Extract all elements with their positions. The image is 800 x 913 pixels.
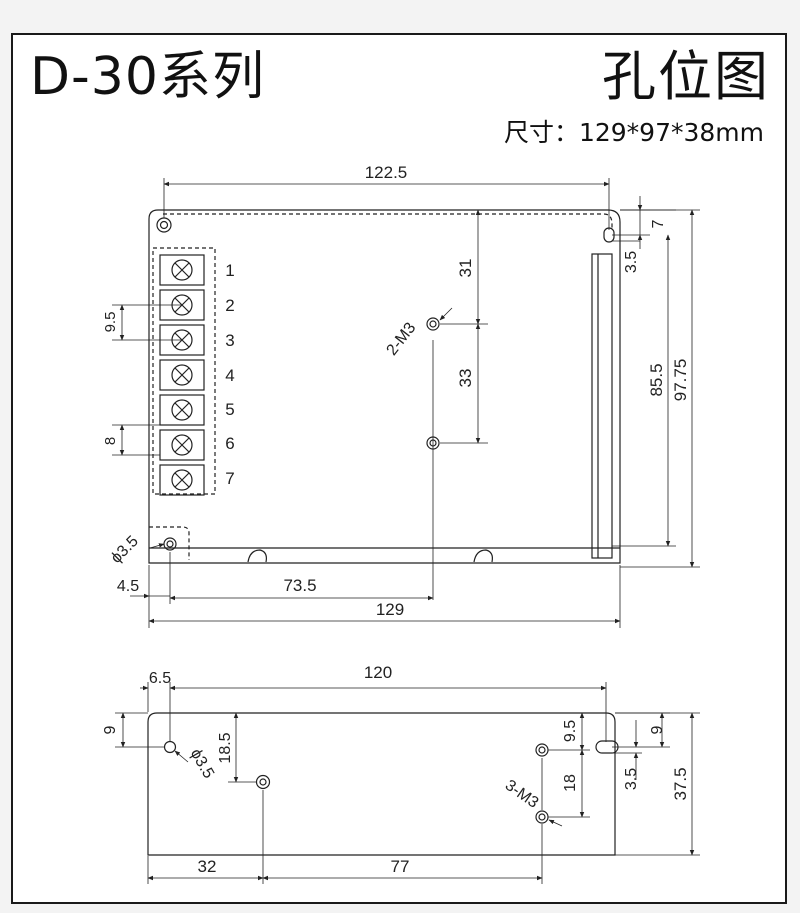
dim-8: 8 bbox=[102, 437, 119, 445]
terminal-block bbox=[152, 247, 216, 495]
terminal-label: 1 bbox=[225, 261, 234, 280]
series-title: D-30系列 bbox=[30, 47, 265, 107]
earth-screw-box bbox=[149, 526, 190, 560]
dim-9-left: 9 bbox=[102, 725, 119, 734]
dim-9-right: 9 bbox=[649, 725, 666, 734]
terminal-label: 4 bbox=[225, 366, 234, 385]
dim-3-5-bottom: 3.5 bbox=[623, 768, 640, 790]
terminal-cells bbox=[159, 254, 205, 496]
size-spec: 尺寸：129*97*38mm bbox=[503, 118, 764, 147]
label-2-m3: 2-M3 bbox=[384, 320, 420, 359]
dim-9-5-right: 9.5 bbox=[562, 720, 579, 742]
terminal-screw-icon bbox=[171, 434, 193, 456]
terminal-screw-icon bbox=[171, 469, 193, 491]
dim-129: 129 bbox=[376, 600, 404, 619]
dim-18-5: 18.5 bbox=[217, 732, 234, 763]
terminal-screw-icon bbox=[171, 364, 193, 386]
bottom-view bbox=[115, 682, 700, 884]
right-channel bbox=[591, 253, 613, 559]
dim-31: 31 bbox=[456, 259, 475, 278]
top-case-outline bbox=[148, 209, 621, 564]
dim-7: 7 bbox=[650, 219, 667, 228]
dim-6-5: 6.5 bbox=[149, 670, 171, 687]
bottom-m3-hole-lower bbox=[535, 810, 549, 824]
clip-right bbox=[473, 549, 493, 563]
terminal-screw-icon bbox=[171, 399, 193, 421]
dim-32: 32 bbox=[198, 857, 217, 876]
bottom-view-labels: 6.5 120 9 18.5 ϕ3.5 9.5 18 3-M3 9 3.5 37… bbox=[102, 663, 690, 876]
top-cover-dashed bbox=[163, 213, 613, 230]
bottom-hole-left bbox=[163, 740, 177, 754]
dim-phi-3-5: ϕ3.5 bbox=[108, 533, 142, 567]
dim-4-5: 4.5 bbox=[117, 578, 139, 595]
dim-18: 18 bbox=[562, 774, 579, 792]
dim-77: 77 bbox=[391, 857, 410, 876]
hole-diagram-title: 孔位图 bbox=[602, 45, 770, 108]
dim-73-5: 73.5 bbox=[283, 576, 316, 595]
top-view bbox=[112, 178, 700, 628]
drawing-frame bbox=[11, 33, 787, 904]
dim-33: 33 bbox=[456, 369, 475, 388]
dim-phi-3-5-bottom: ϕ3.5 bbox=[187, 746, 217, 782]
dim-120: 120 bbox=[364, 663, 392, 682]
bottom-m3-hole-upper bbox=[535, 743, 549, 757]
terminal-label: 7 bbox=[225, 469, 234, 488]
bottom-hole-mid bbox=[255, 774, 271, 790]
dim-3-5-right: 3.5 bbox=[623, 251, 640, 273]
label-3-m3: 3-M3 bbox=[502, 777, 542, 812]
terminal-label: 3 bbox=[225, 331, 234, 350]
top-left-hole bbox=[156, 217, 172, 233]
dim-85-5: 85.5 bbox=[647, 363, 666, 396]
terminal-label: 2 bbox=[225, 296, 234, 315]
top-view-labels: 122.5 31 33 2-M3 7 3.5 85.5 97.75 9.5 8 … bbox=[102, 163, 690, 619]
dim-97-75: 97.75 bbox=[671, 359, 690, 402]
terminal-screws bbox=[171, 259, 193, 491]
terminal-label: 5 bbox=[225, 400, 234, 419]
terminal-screw-icon bbox=[171, 259, 193, 281]
terminal-label: 6 bbox=[225, 434, 234, 453]
dim-9-5-left: 9.5 bbox=[102, 312, 119, 333]
dim-37-5: 37.5 bbox=[671, 767, 690, 800]
dim-122-5: 122.5 bbox=[365, 163, 408, 182]
m3-hole-upper bbox=[426, 317, 440, 331]
clip-left bbox=[247, 549, 267, 563]
